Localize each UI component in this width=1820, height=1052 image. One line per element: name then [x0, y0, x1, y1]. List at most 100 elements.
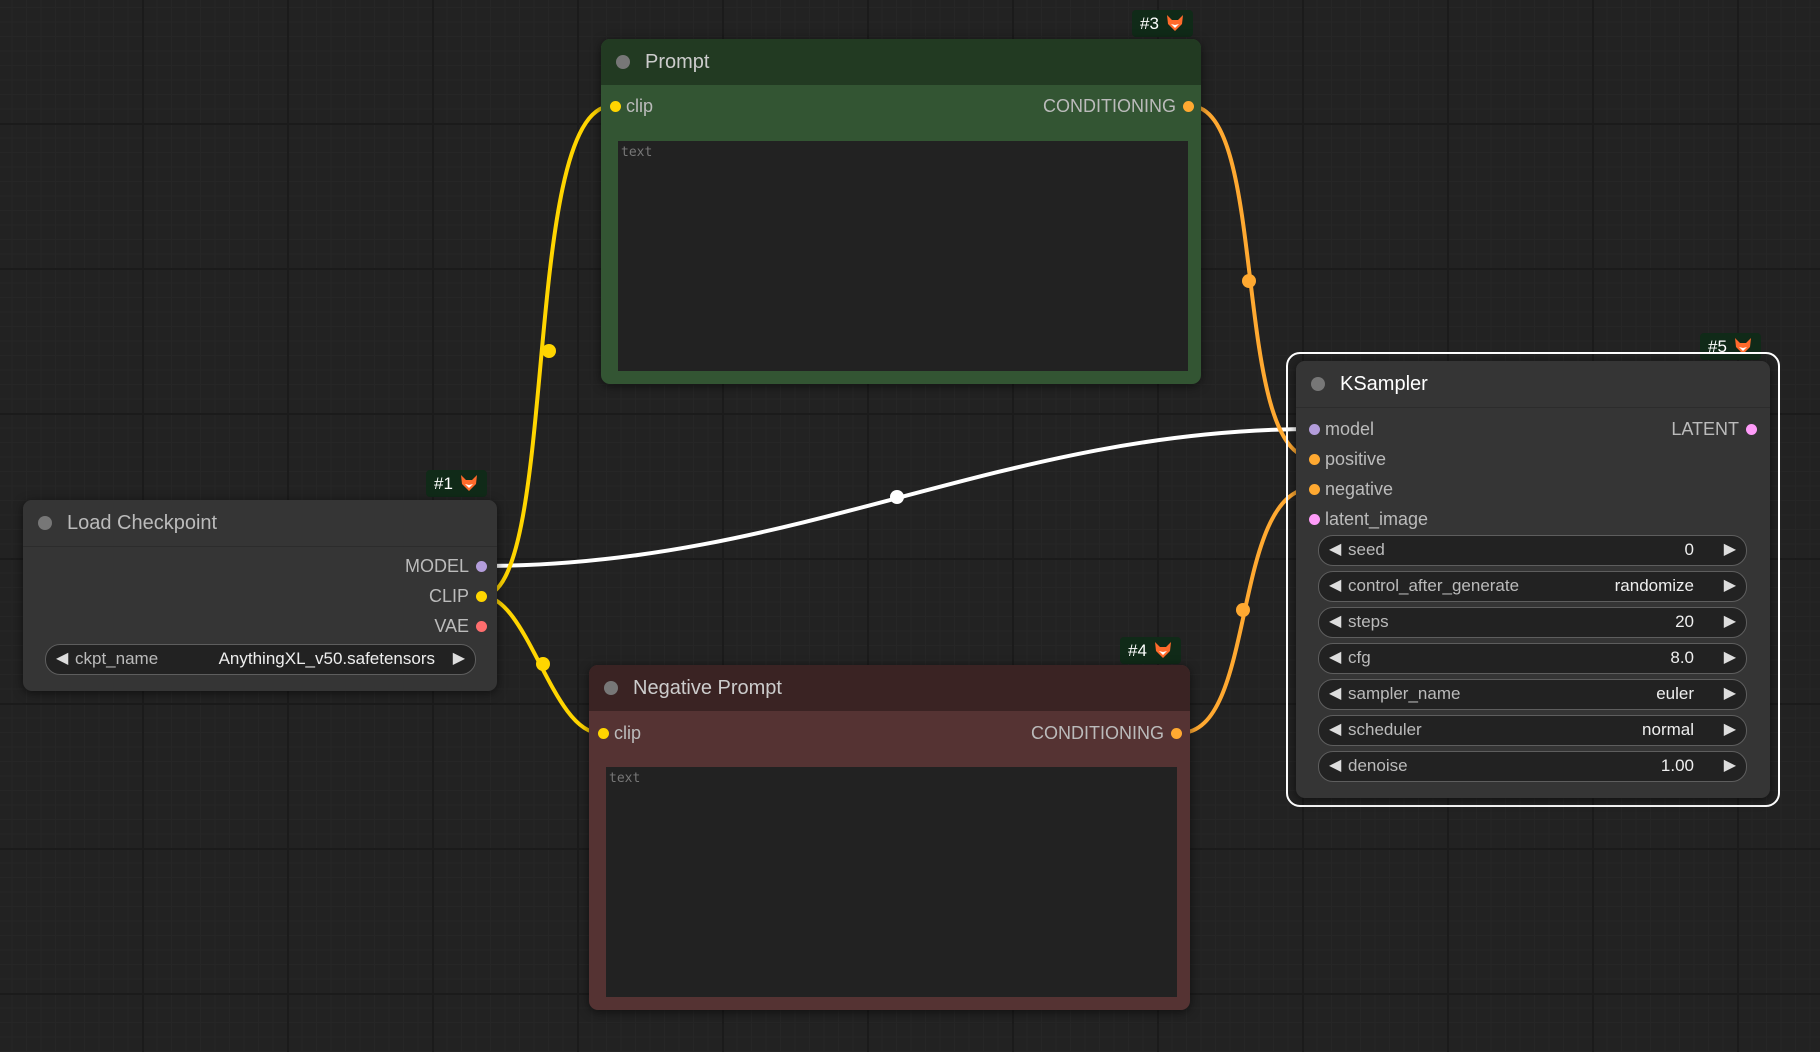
widget-value: 8.0: [1670, 648, 1694, 667]
collapse-toggle[interactable]: [616, 55, 630, 69]
slot-connector[interactable]: [1746, 424, 1757, 435]
slot-connector[interactable]: [1309, 424, 1320, 435]
node-id-badge-1: #1: [426, 470, 487, 497]
widget-value: randomize: [1614, 576, 1694, 595]
collapse-toggle[interactable]: [1311, 377, 1325, 391]
decrement-arrow-icon[interactable]: ◀: [1329, 577, 1342, 594]
link-clip-to-negative[interactable]: [481, 594, 601, 735]
node-title: Negative Prompt: [633, 677, 782, 699]
slot-label: negative: [1325, 479, 1394, 499]
slot-connector[interactable]: [476, 591, 487, 602]
slot-connector[interactable]: [1309, 454, 1320, 465]
decrement-arrow-icon[interactable]: ◀: [1329, 541, 1342, 558]
increment-arrow-icon[interactable]: ▶: [1723, 685, 1736, 702]
link-midpoint-negative[interactable]: [1236, 603, 1250, 617]
slot-label: LATENT: [1671, 419, 1739, 439]
fox-icon: [460, 475, 477, 491]
node-title: Load Checkpoint: [67, 512, 218, 534]
node-negative-prompt[interactable]: Negative Prompt clip CONDITIONING text: [589, 665, 1190, 1010]
slot-label: latent_image: [1325, 509, 1429, 529]
increment-arrow-icon[interactable]: ▶: [452, 650, 465, 667]
widget-ckpt-name[interactable]: ◀ ckpt_name AnythingXL_v50.safetensors ▶: [45, 644, 476, 675]
slot-connector[interactable]: [1309, 484, 1320, 495]
node-title-bar[interactable]: KSampler: [1296, 361, 1770, 408]
node-prompt[interactable]: Prompt clip CONDITIONING text: [601, 39, 1201, 384]
slot-connector[interactable]: [610, 101, 621, 112]
link-midpoint-clip-negative[interactable]: [536, 657, 550, 671]
slot-connector[interactable]: [476, 561, 487, 572]
node-load-checkpoint[interactable]: Load Checkpoint MODEL CLIP VAE ◀ ckpt_na…: [23, 500, 497, 691]
node-ksampler[interactable]: KSampler model positive negative latent_…: [1296, 361, 1770, 798]
collapse-toggle[interactable]: [38, 516, 52, 530]
widget-control-after-generate[interactable]: ◀ control_after_generate randomize ▶: [1318, 571, 1747, 602]
widget-denoise[interactable]: ◀ denoise 1.00 ▶: [1318, 751, 1747, 782]
increment-arrow-icon[interactable]: ▶: [1723, 577, 1736, 594]
decrement-arrow-icon[interactable]: ◀: [1329, 757, 1342, 774]
node-title-bar[interactable]: Negative Prompt: [589, 665, 1190, 711]
node-id-badge-5: #5: [1700, 333, 1761, 360]
widget-value: AnythingXL_v50.safetensors: [218, 649, 435, 668]
link-midpoint-model[interactable]: [890, 490, 904, 504]
node-title-bar[interactable]: Load Checkpoint: [23, 500, 497, 547]
increment-arrow-icon[interactable]: ▶: [1723, 649, 1736, 666]
widget-label: cfg: [1348, 648, 1371, 667]
increment-arrow-icon[interactable]: ▶: [1723, 721, 1736, 738]
slot-label: CONDITIONING: [1043, 96, 1176, 116]
decrement-arrow-icon[interactable]: ◀: [1329, 613, 1342, 630]
widget-value: 20: [1675, 612, 1694, 631]
link-midpoint-positive[interactable]: [1242, 274, 1256, 288]
widget-label: ckpt_name: [75, 649, 159, 668]
link-midpoint-clip-prompt[interactable]: [542, 344, 556, 358]
node-id-badge-3: #3: [1132, 10, 1193, 37]
node-title-bar[interactable]: Prompt: [601, 39, 1201, 85]
widget-label: control_after_generate: [1348, 576, 1520, 595]
prompt-text-input[interactable]: text: [618, 141, 1188, 371]
widget-value: euler: [1656, 684, 1694, 703]
widget-label: sampler_name: [1348, 684, 1461, 703]
widget-label: steps: [1348, 612, 1389, 631]
widget-seed[interactable]: ◀ seed 0 ▶: [1318, 535, 1747, 566]
decrement-arrow-icon[interactable]: ◀: [1329, 721, 1342, 738]
widget-label: seed: [1348, 540, 1385, 559]
increment-arrow-icon[interactable]: ▶: [1723, 757, 1736, 774]
slot-label: model: [1325, 419, 1375, 439]
node-title: KSampler: [1340, 373, 1428, 395]
slot-label: clip: [626, 96, 654, 116]
widget-value: 0: [1684, 540, 1694, 559]
selection-outline: [1286, 352, 1780, 807]
decrement-arrow-icon[interactable]: ◀: [1329, 685, 1342, 702]
widget-value: normal: [1642, 720, 1694, 739]
slot-label: CLIP: [428, 586, 469, 606]
slot-connector[interactable]: [476, 621, 487, 632]
badge-label: #4: [1128, 641, 1147, 660]
slot-label: VAE: [434, 616, 469, 636]
badge-label: #3: [1140, 14, 1159, 33]
link-model-to-ksampler[interactable]: [481, 427, 1315, 568]
widget-label: denoise: [1348, 756, 1408, 775]
slot-connector[interactable]: [1183, 101, 1194, 112]
widget-steps[interactable]: ◀ steps 20 ▶: [1318, 607, 1747, 638]
fox-icon: [1154, 642, 1171, 658]
widget-cfg[interactable]: ◀ cfg 8.0 ▶: [1318, 643, 1747, 674]
negative-prompt-text-input[interactable]: text: [606, 767, 1177, 997]
widget-scheduler[interactable]: ◀ scheduler normal ▶: [1318, 715, 1747, 746]
decrement-arrow-icon[interactable]: ◀: [1329, 649, 1342, 666]
slot-connector[interactable]: [1309, 514, 1320, 525]
slot-label: CONDITIONING: [1031, 723, 1164, 743]
slot-connector[interactable]: [598, 728, 609, 739]
increment-arrow-icon[interactable]: ▶: [1723, 613, 1736, 630]
link-clip-to-prompt[interactable]: [481, 104, 613, 598]
collapse-toggle[interactable]: [604, 681, 618, 695]
slot-label: positive: [1325, 449, 1387, 469]
widget-sampler-name[interactable]: ◀ sampler_name euler ▶: [1318, 679, 1747, 710]
increment-arrow-icon[interactable]: ▶: [1723, 541, 1736, 558]
decrement-arrow-icon[interactable]: ◀: [56, 650, 69, 667]
badge-label: #1: [434, 474, 453, 493]
node-title: Prompt: [645, 51, 710, 73]
node-id-badge-4: #4: [1120, 637, 1181, 664]
widget-value: 1.00: [1660, 756, 1694, 775]
slot-connector[interactable]: [1171, 728, 1182, 739]
fox-icon: [1734, 338, 1751, 354]
fox-icon: [1166, 15, 1183, 31]
